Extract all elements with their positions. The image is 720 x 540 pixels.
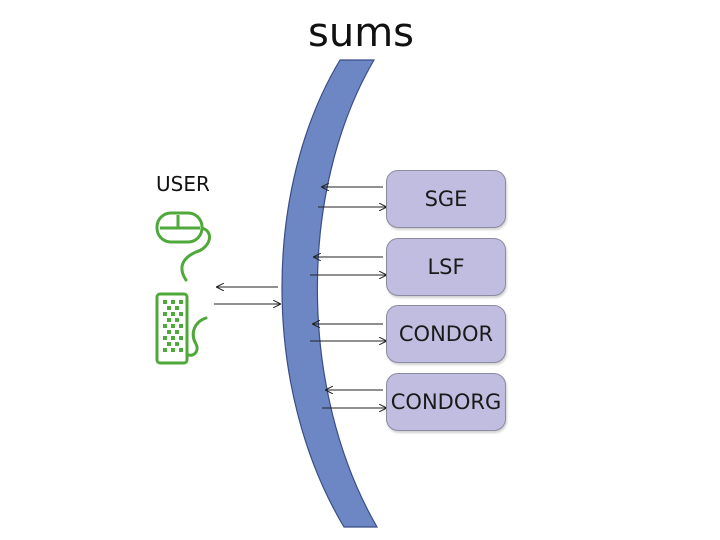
box-sge-label: SGE bbox=[424, 187, 468, 211]
box-condorg-label: CONDORG bbox=[390, 390, 502, 414]
connector-user bbox=[214, 287, 280, 304]
sums-arc bbox=[281, 59, 379, 528]
box-condor: CONDOR bbox=[386, 305, 506, 363]
keyboard-icon bbox=[155, 292, 208, 365]
connector-condorg bbox=[322, 390, 386, 408]
connector-sge bbox=[318, 187, 386, 207]
box-sge: SGE bbox=[386, 170, 506, 228]
diagram-title: sums bbox=[308, 10, 414, 56]
box-condor-label: CONDOR bbox=[398, 322, 494, 346]
user-label: USER bbox=[156, 172, 210, 196]
box-lsf: LSF bbox=[386, 238, 506, 296]
box-lsf-label: LSF bbox=[427, 255, 465, 279]
box-condorg: CONDORG bbox=[386, 373, 506, 431]
connector-condor bbox=[310, 324, 386, 341]
connector-lsf bbox=[310, 257, 386, 275]
mouse-icon bbox=[155, 211, 211, 282]
